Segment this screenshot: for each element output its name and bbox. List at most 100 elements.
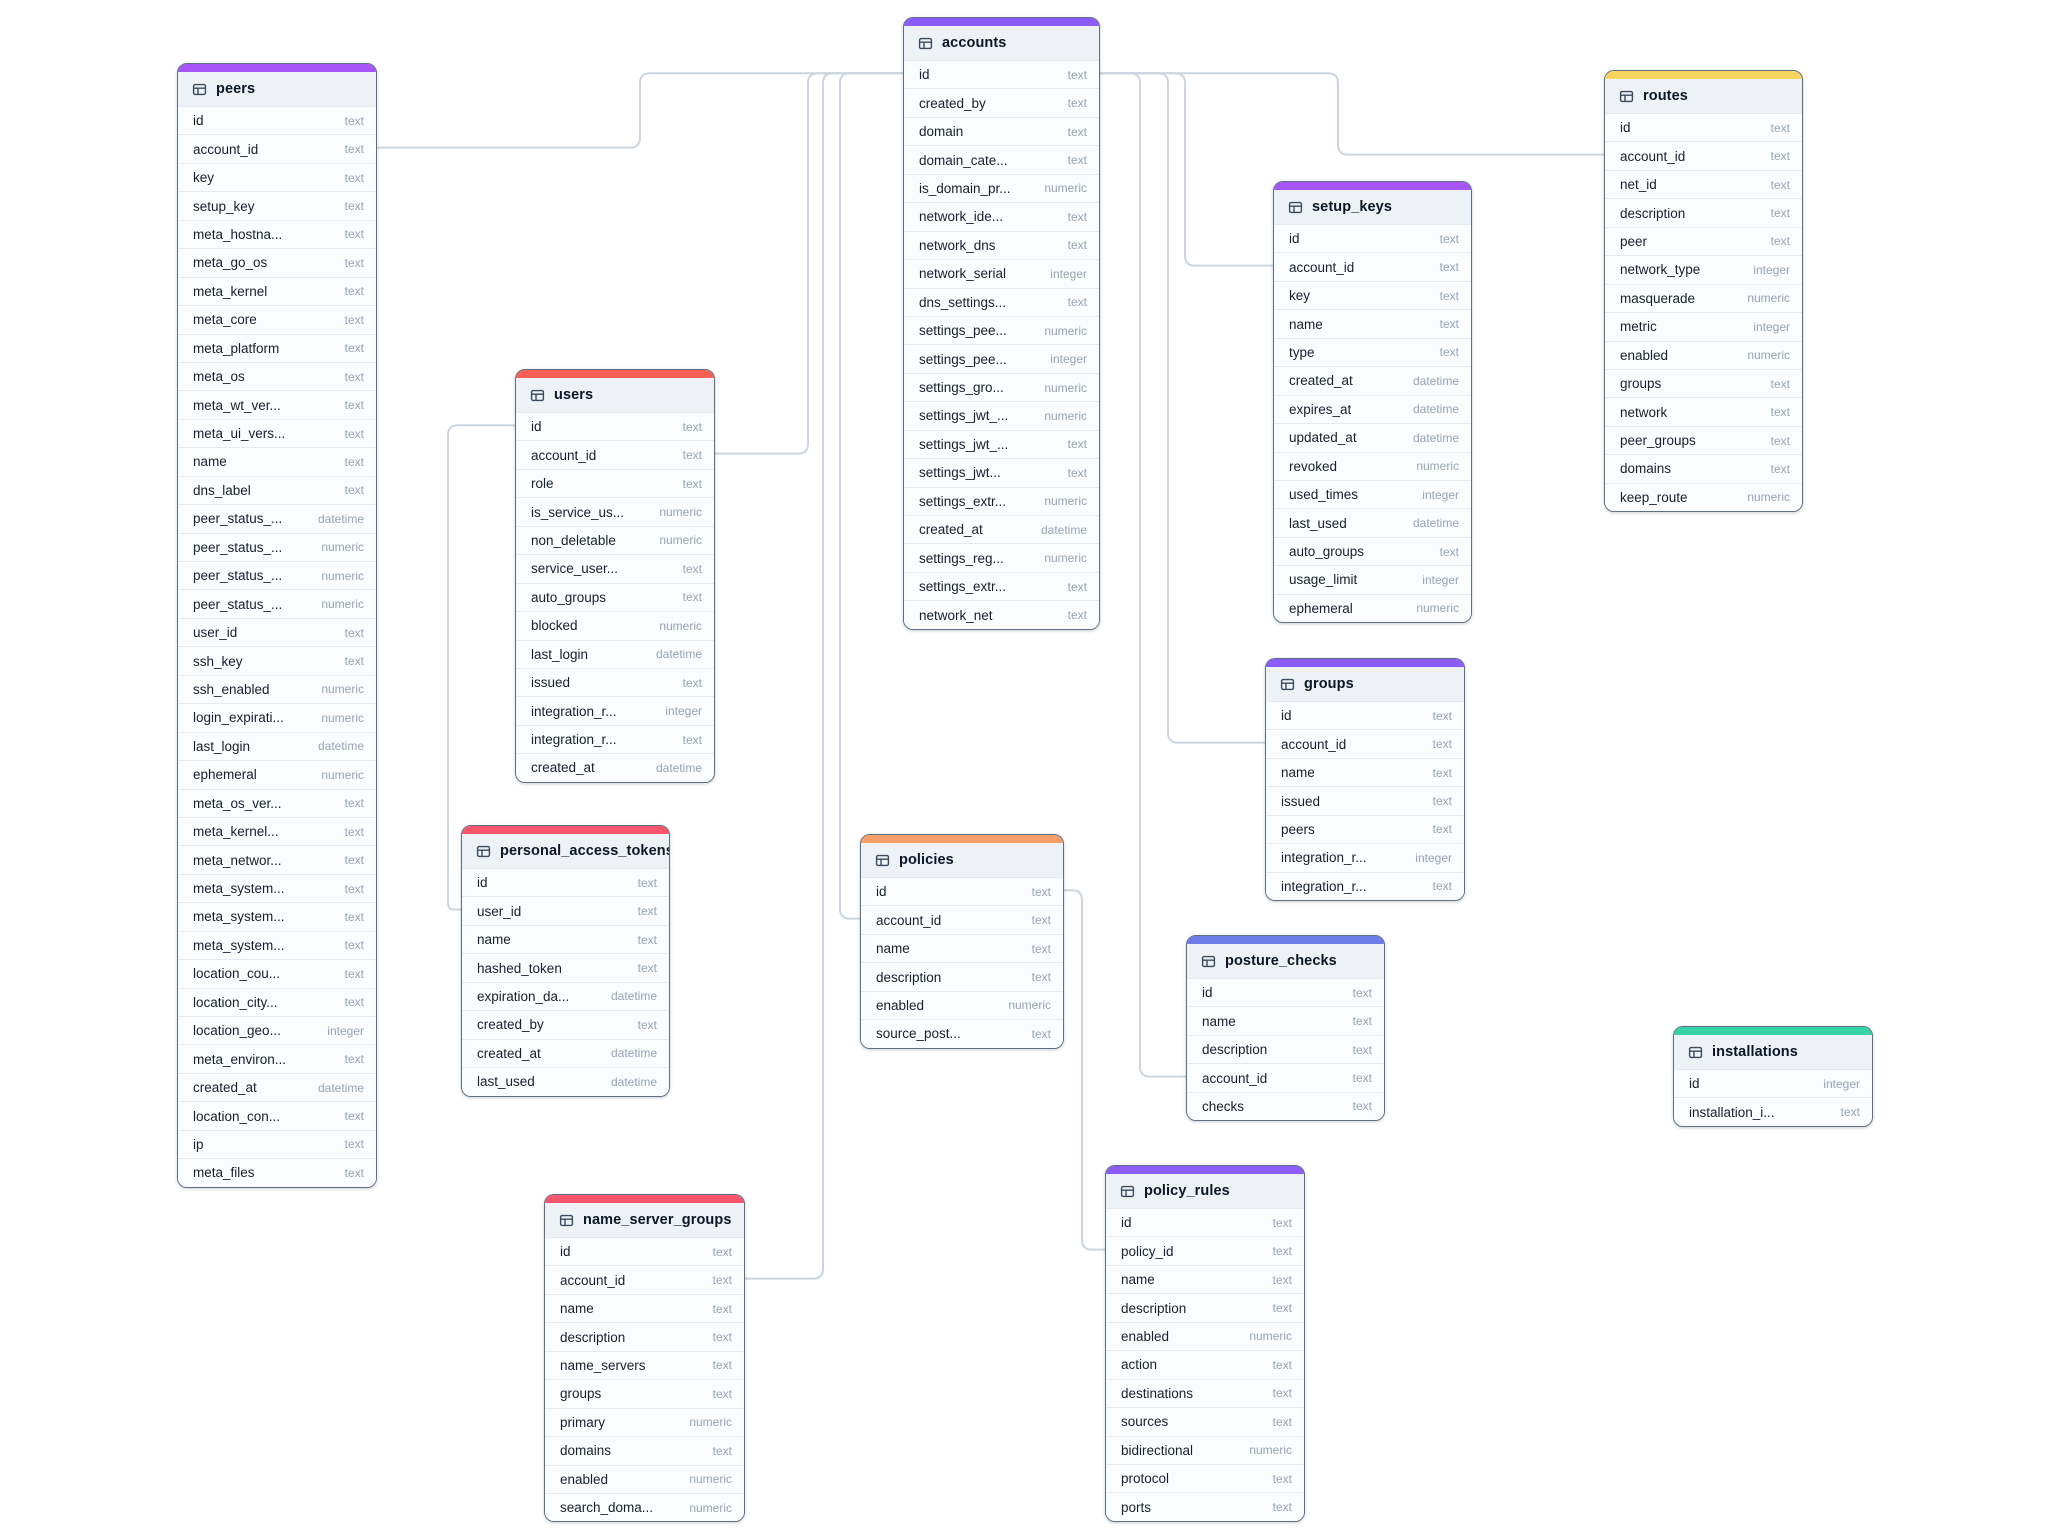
field-type: numeric <box>321 540 364 555</box>
field-name: settings_pee... <box>919 351 1007 367</box>
table-header[interactable]: posture_checks <box>1187 944 1384 978</box>
field-name: enabled <box>1121 1328 1170 1344</box>
field-name: id <box>531 419 542 435</box>
field-type: text <box>344 909 364 924</box>
field-type: text <box>1272 1500 1292 1515</box>
field-name: settings_jwt_... <box>919 408 1009 424</box>
field-name: account_id <box>1620 148 1686 164</box>
table-row: is_service_us...numeric <box>516 497 714 526</box>
field-type: text <box>1439 231 1459 246</box>
table-row: integration_r...integer <box>1266 843 1464 872</box>
field-name: peer_groups <box>1620 433 1696 449</box>
field-type: text <box>1272 1414 1292 1429</box>
field-name: integration_r... <box>531 703 617 719</box>
field-type: text <box>712 1386 732 1401</box>
field-name: enabled <box>876 997 925 1013</box>
field-type: text <box>1272 1471 1292 1486</box>
field-name: masquerade <box>1620 290 1696 306</box>
table-header[interactable]: groups <box>1266 667 1464 701</box>
field-type: integer <box>327 1023 364 1038</box>
field-type: text <box>1770 206 1790 221</box>
field-type: integer <box>1753 319 1790 334</box>
field-type: text <box>1770 376 1790 391</box>
field-name: created_by <box>477 1017 544 1033</box>
field-type: text <box>344 881 364 896</box>
table-header[interactable]: name_server_groups <box>545 1203 744 1237</box>
table-row: location_geo...integer <box>178 1016 376 1045</box>
field-type: integer <box>1422 572 1459 587</box>
field-name: meta_system... <box>193 909 285 925</box>
field-type: text <box>344 796 364 811</box>
field-name: id <box>1281 708 1292 724</box>
field-type: numeric <box>1416 601 1459 616</box>
table-row: settings_pee...integer <box>904 344 1099 373</box>
field-name: domains <box>1620 461 1672 477</box>
field-name: meta_kernel <box>193 283 268 299</box>
table-header[interactable]: routes <box>1605 79 1802 113</box>
table-header[interactable]: peers <box>178 72 376 106</box>
field-type: text <box>1067 608 1087 623</box>
table-header[interactable]: installations <box>1674 1035 1872 1069</box>
table-row: meta_system...text <box>178 873 376 903</box>
table-header[interactable]: policies <box>861 843 1063 877</box>
field-type: text <box>1439 260 1459 275</box>
field-name: blocked <box>531 618 578 634</box>
field-name: name <box>477 932 511 948</box>
field-name: description <box>1121 1300 1187 1316</box>
table-header[interactable]: users <box>516 378 714 412</box>
table-row: meta_wt_ver...text <box>178 390 376 419</box>
table-title: groups <box>1304 676 1354 692</box>
field-name: ephemeral <box>1289 600 1353 616</box>
field-name: name_servers <box>560 1357 646 1373</box>
field-name: meta_networ... <box>193 852 282 868</box>
field-type: text <box>682 590 702 605</box>
table-header[interactable]: policy_rules <box>1106 1174 1304 1208</box>
field-name: settings_extr... <box>919 493 1007 509</box>
field-type: text <box>637 875 657 890</box>
field-name: id <box>477 875 488 891</box>
table-row: service_user...text <box>516 554 714 583</box>
table-header[interactable]: setup_keys <box>1274 190 1471 224</box>
field-type: text <box>344 312 364 327</box>
field-type: text <box>344 853 364 868</box>
field-name: peer <box>1620 233 1648 249</box>
table-header[interactable]: personal_access_tokens <box>462 834 669 868</box>
field-name: created_at <box>919 522 983 538</box>
field-type: datetime <box>317 1080 364 1095</box>
field-name: auto_groups <box>1289 544 1365 560</box>
field-name: meta_go_os <box>193 255 268 271</box>
field-type: text <box>1067 96 1087 111</box>
field-type: text <box>1432 708 1452 723</box>
table-row: peer_status_...numeric <box>178 532 376 561</box>
table-row: network_ide...text <box>904 202 1099 231</box>
table-header[interactable]: accounts <box>904 26 1099 60</box>
